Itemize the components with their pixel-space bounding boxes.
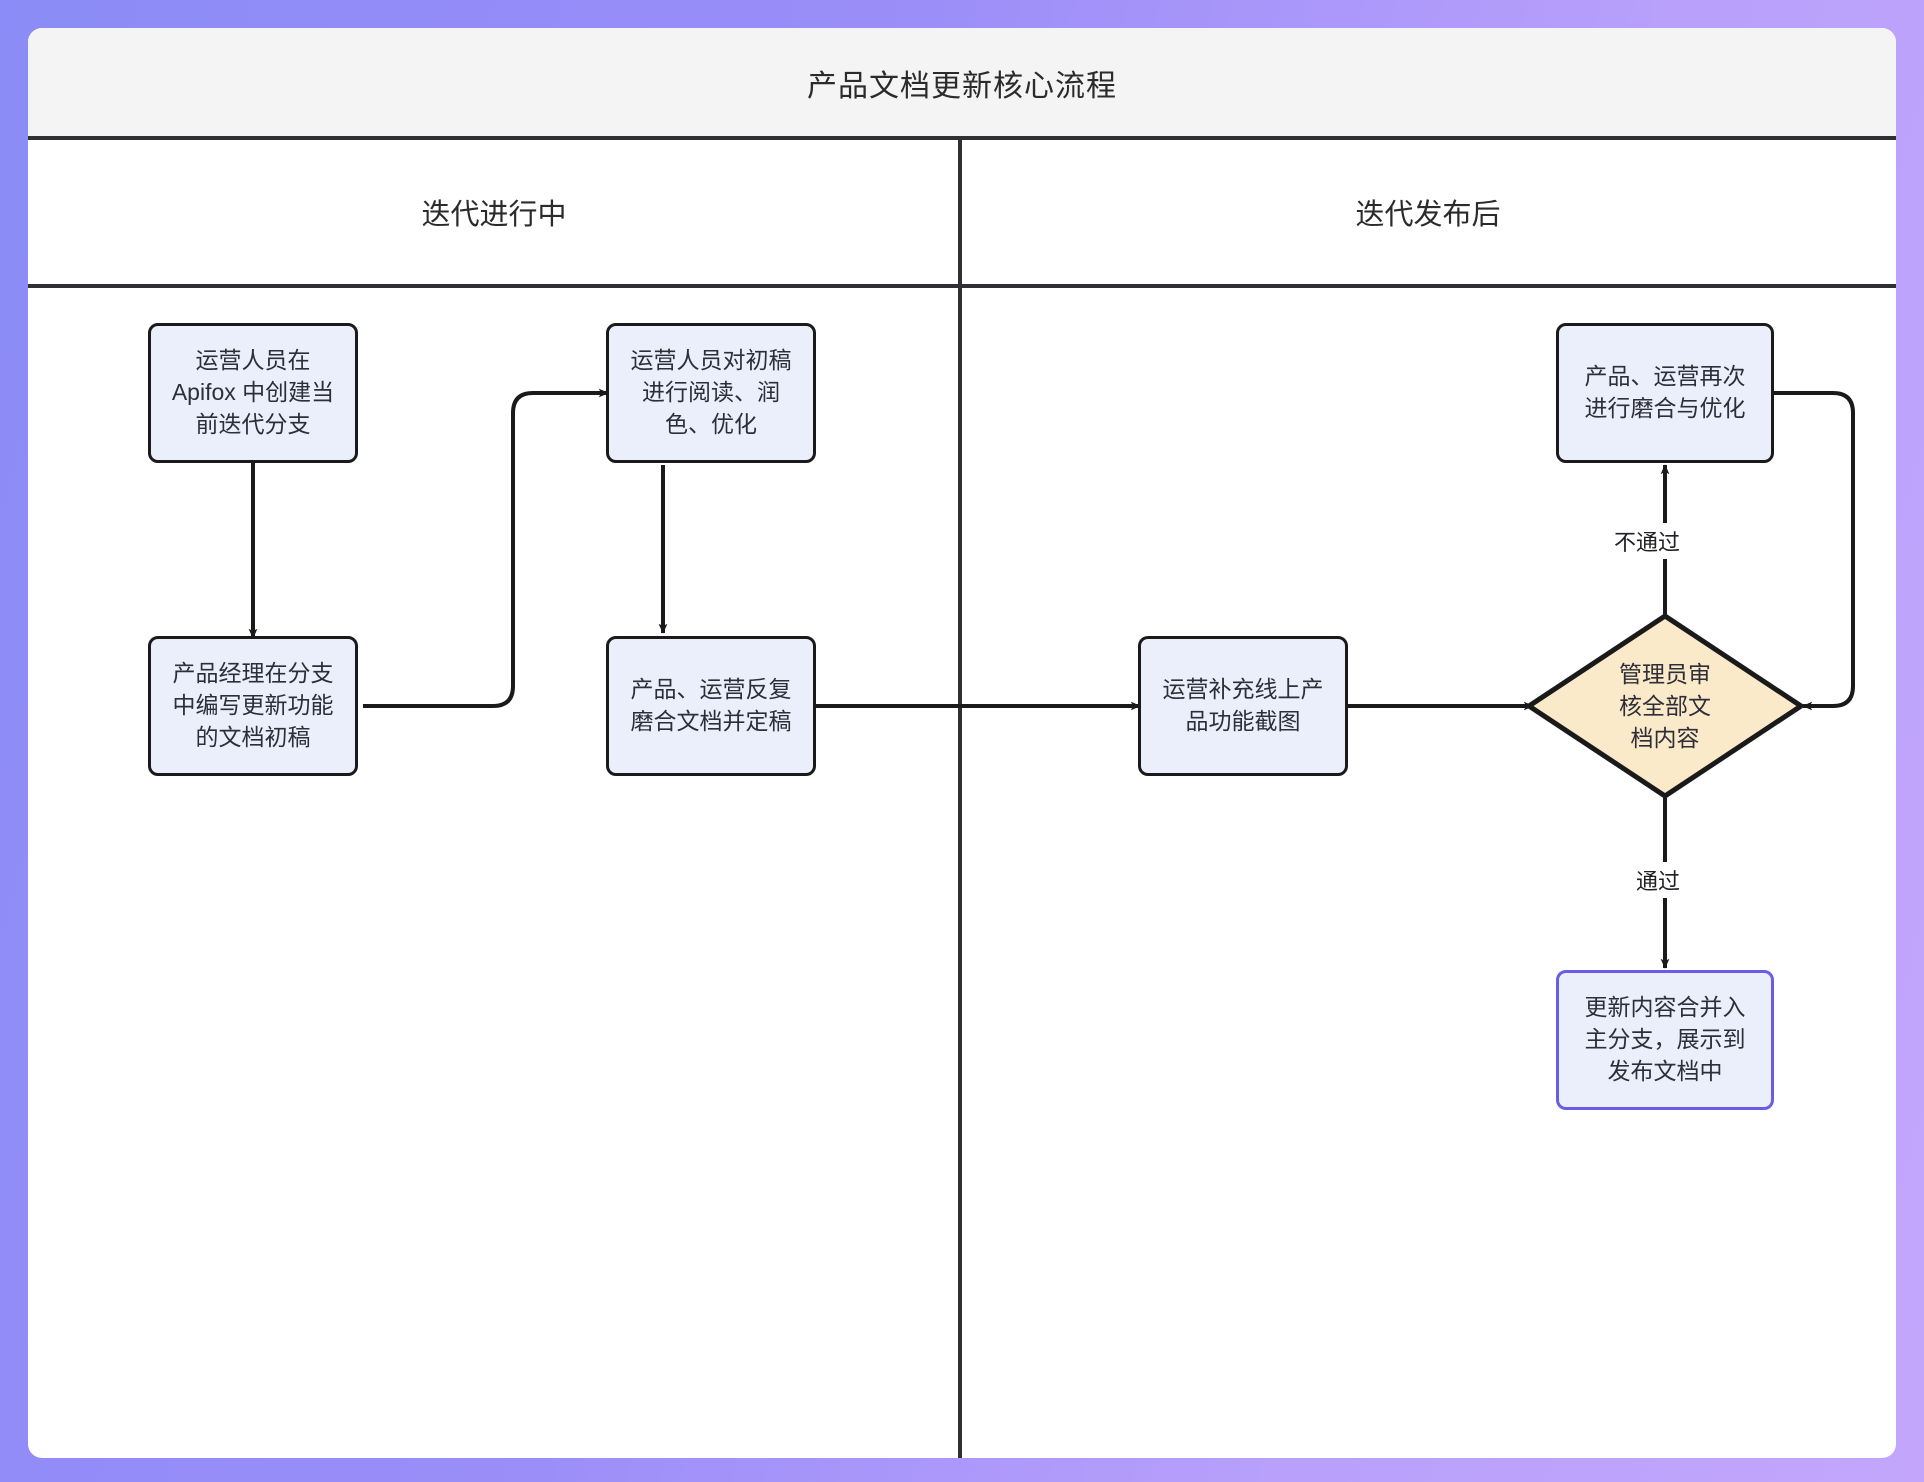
swimlane-header-0-label: 迭代进行中 — [421, 199, 567, 231]
node-n7-label: 产品、运营再次 进行磨合与优化 — [1584, 363, 1746, 421]
swimlane-header-1-label: 迭代发布后 — [1355, 199, 1501, 231]
swimlane-header-0: 迭代进行中 — [28, 138, 960, 286]
page-title: 产品文档更新核心流程 — [807, 70, 1117, 103]
node-n4-label: 产品、运营反复 磨合文档并定稿 — [630, 676, 792, 734]
edge-n7-n6-loop — [1773, 391, 1855, 711]
node-n1[interactable]: 运营人员在 Apifox 中创建当 前迭代分支 — [148, 323, 358, 463]
edge-label-approve: 通过 — [1628, 862, 1689, 898]
node-n6[interactable]: 管理员审 核全部文 档内容 — [1529, 616, 1801, 798]
node-n8[interactable]: 更新内容合并入 主分支，展示到 发布文档中 — [1556, 970, 1774, 1110]
swimlane-header-1: 迭代发布后 — [960, 138, 1896, 286]
edge-label-reject-text: 不通过 — [1614, 530, 1681, 555]
edge-label-approve-text: 通过 — [1636, 869, 1681, 894]
node-n1-label: 运营人员在 Apifox 中创建当 前迭代分支 — [171, 347, 335, 437]
node-n5[interactable]: 运营补充线上产 品功能截图 — [1138, 636, 1348, 776]
node-n8-label: 更新内容合并入 主分支，展示到 发布文档中 — [1584, 994, 1746, 1084]
diagram-title-bar: 产品文档更新核心流程 — [28, 28, 1896, 138]
node-n5-label: 运营补充线上产 品功能截图 — [1162, 676, 1324, 734]
node-n6-decision-shape[interactable] — [1526, 613, 1804, 799]
node-n2-label: 产品经理在分支 中编写更新功能 的文档初稿 — [172, 660, 334, 750]
node-n3-label: 运营人员对初稿 进行阅读、润 色、优化 — [630, 347, 792, 437]
edge-label-reject: 不通过 — [1606, 523, 1689, 559]
node-n4[interactable]: 产品、运营反复 磨合文档并定稿 — [606, 636, 816, 776]
diagram-canvas: 产品文档更新核心流程 迭代进行中 迭代发布后 — [28, 28, 1896, 1458]
edge-n2-n3 — [363, 388, 609, 708]
node-n7[interactable]: 产品、运营再次 进行磨合与优化 — [1556, 323, 1774, 463]
node-n6-label: 管理员审 核全部文 档内容 — [1619, 661, 1711, 751]
node-n3[interactable]: 运营人员对初稿 进行阅读、润 色、优化 — [606, 323, 816, 463]
diagram-connectors-layer — [28, 136, 1896, 1458]
node-n2[interactable]: 产品经理在分支 中编写更新功能 的文档初稿 — [148, 636, 358, 776]
